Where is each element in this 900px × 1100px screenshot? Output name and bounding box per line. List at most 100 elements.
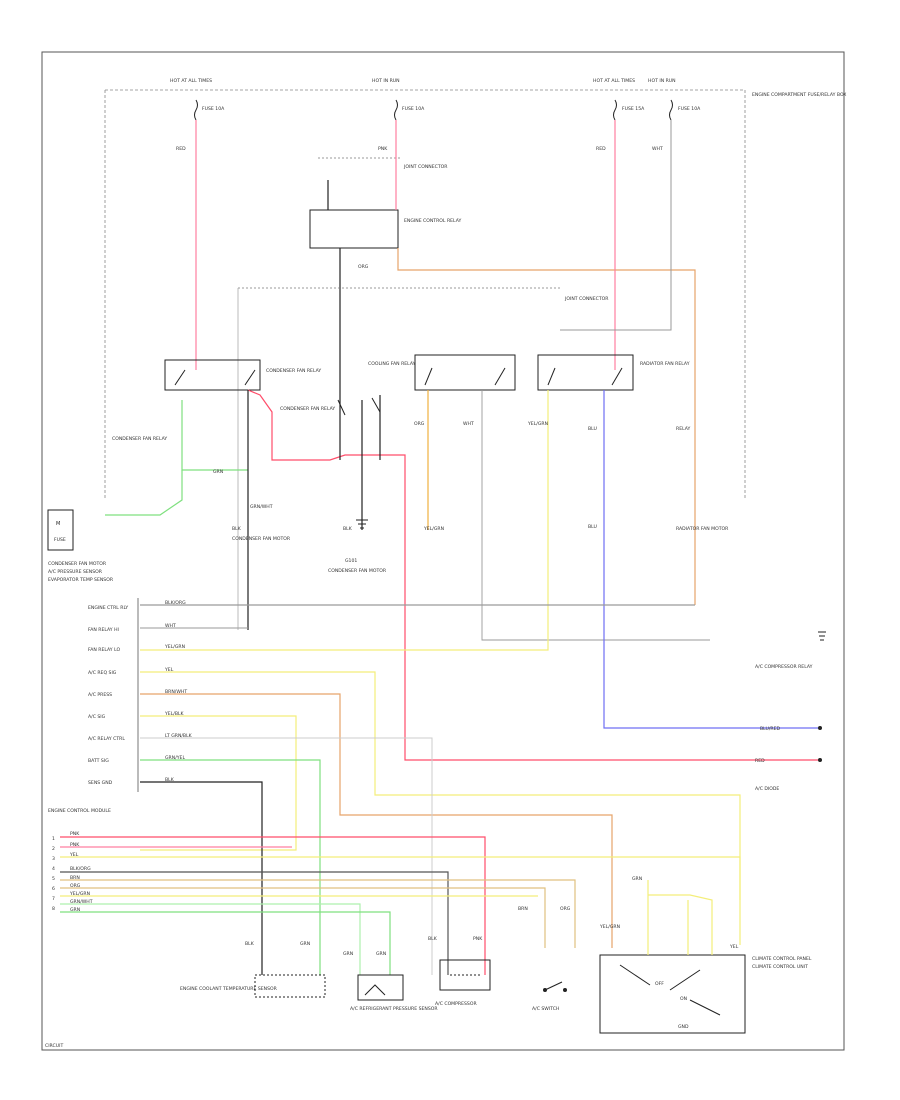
wire-label-red-1: RED	[176, 146, 186, 152]
ground-label-1: G101	[345, 558, 357, 564]
bottom-module-4: A/C SWITCH BRN ORG	[518, 906, 571, 1012]
left-box-m: M	[56, 521, 60, 527]
harness-label: GRN	[70, 907, 80, 913]
pin-label: 5	[52, 876, 55, 882]
harness-label: GRN/WHT	[70, 899, 93, 905]
pcm-connector: ENGINE CTRL RLY FAN RELAY HI FAN RELAY L…	[88, 598, 139, 792]
wire-label-pink-1: PNK	[378, 146, 388, 152]
wire-label-gray-right: RADIATOR FAN MOTOR	[676, 526, 729, 532]
pin-label: 4	[52, 866, 55, 872]
wire-label-org-2: ORG	[414, 421, 425, 427]
bottom-wire-label: ORG	[560, 906, 571, 912]
pcm-wire-label: YEL/BLK	[164, 711, 185, 717]
bottom-wire-label: GRN	[376, 951, 386, 957]
harness-wire-pink	[60, 836, 486, 975]
bottom-label-4: A/C SWITCH	[532, 1006, 559, 1012]
wire-yellow-climate-top	[648, 894, 713, 955]
pcm-wire-4	[140, 693, 613, 948]
bottom-label-3: A/C COMPRESSOR	[435, 1001, 477, 1007]
pin-label: 3	[52, 856, 55, 862]
condenser-fan-motor-box	[47, 509, 74, 551]
pcm-row-label: A/C PRESS	[88, 692, 112, 698]
condenser-fan-relay-label-2: CONDENSER FAN RELAY	[280, 406, 335, 412]
harness-label: BLK/ORG	[70, 866, 91, 872]
wire-label-blk-2: BLK	[232, 526, 242, 532]
harness-label: BRN	[70, 875, 80, 881]
engine-control-relay-box	[309, 209, 399, 249]
bottom-module-3: A/C COMPRESSOR BLK PNK	[428, 936, 491, 1007]
wire-yellow-climate	[647, 880, 689, 955]
radiator-fan-relay-label: RADIATOR FAN RELAY	[640, 361, 690, 367]
bottom-5-on: ON	[680, 996, 687, 1002]
connector-dot-icon	[818, 726, 822, 730]
wire-label-ylw-grn-1: YEL/GRN	[423, 526, 444, 532]
condenser-fan-label: CONDENSER FAN RELAY	[112, 436, 167, 442]
pcm-row-label: FAN RELAY HI	[88, 627, 119, 633]
bottom-label-2: A/C REFRIGERANT PRESSURE SENSOR	[350, 1006, 438, 1012]
pin-label: 6	[52, 886, 55, 892]
wire-label-blk-1: BLK	[343, 526, 353, 532]
harness-wire-green	[60, 903, 361, 975]
wire-gray-cool	[481, 390, 710, 641]
pcm-row-label: A/C SIG	[88, 714, 106, 720]
wire-label-grn-1: GRN	[213, 469, 223, 475]
wire-green-left-2	[105, 470, 183, 516]
wire-yellow-rad	[140, 390, 549, 651]
diagram-frame	[41, 51, 845, 1051]
wire-label-ylw-grn-2: YEL/GRN	[527, 421, 548, 427]
bottom-wire-label: YEL	[729, 944, 739, 950]
fuse-label-4: FUSE 10A	[678, 106, 701, 112]
pcm-row-label: FAN RELAY LO	[88, 647, 120, 653]
relay-ind-label: RELAY	[676, 426, 691, 432]
bottom-module-2: A/C REFRIGERANT PRESSURE SENSOR GRN GRN	[343, 951, 438, 1012]
junction-label-1: JOINT CONNECTOR	[403, 164, 448, 170]
pcm-wire-3	[140, 671, 741, 945]
relay-switch-icon	[174, 367, 623, 386]
bottom-wire-label: GRN	[632, 876, 642, 882]
wire-label-blu-2: BLU	[588, 524, 597, 530]
bottom-module-5: OFF ON GND CLIMATE CONTROL PANEL CLIMATE…	[599, 876, 812, 1034]
wire-green-left	[181, 400, 248, 471]
harness-wire-black	[60, 871, 449, 975]
ground-icon	[818, 631, 826, 641]
ground-icon	[356, 519, 368, 529]
pcm-wire-label: BRN/WHT	[165, 689, 187, 695]
pin-label: 8	[52, 906, 55, 912]
switch-icon	[337, 397, 381, 416]
radiator-fan-relay-box	[537, 354, 634, 391]
pcm-wire-label: BLK/ORG	[165, 600, 186, 606]
pin-label: 1	[52, 836, 55, 842]
fuse-label-1: FUSE 10A	[202, 106, 225, 112]
wire-label-wht-2: WHT	[463, 421, 474, 427]
pcm-row-label: BATT SIG	[88, 758, 109, 764]
bottom-5-off: OFF	[655, 981, 664, 987]
bottom-module-1: ENGINE COOLANT TEMPERATURE SENSOR BLK GR…	[180, 941, 326, 998]
bottom-wire-label: GRN	[343, 951, 353, 957]
fuse-label-2: FUSE 10A	[402, 106, 425, 112]
wire-label-red-2: RED	[596, 146, 606, 152]
harness-wire-tan-1	[60, 879, 576, 948]
right-module-1: A/C COMPRESSOR RELAY	[755, 664, 813, 670]
fuse-label-3: FUSE 15A	[622, 106, 645, 112]
harness-wire-tan-2	[60, 887, 546, 948]
pcm-wire-5	[140, 715, 297, 851]
pcm-wire-7	[140, 759, 321, 975]
wire-label-org-1: ORG	[358, 264, 369, 270]
bottom-wire-label: PNK	[473, 936, 483, 942]
power-label-4: HOT IN RUN	[648, 78, 676, 84]
wire-blue	[603, 390, 818, 729]
harness-wire-yellow	[60, 856, 741, 900]
left-panel-sub2: EVAPORATOR TEMP SENSOR	[48, 577, 114, 583]
wire-label-red-3: RED	[755, 758, 765, 764]
corner-tag: CIRCUIT	[45, 1043, 63, 1049]
bottom-label-5b: CLIMATE CONTROL UNIT	[752, 964, 808, 970]
pcm-row-label: SENS GND	[88, 780, 113, 786]
left-panel-sub: A/C PRESSURE SENSOR	[48, 569, 103, 575]
wire-orange-top	[397, 248, 696, 605]
condenser-fan-relay-label: CONDENSER FAN RELAY	[266, 368, 321, 374]
wire-label-grn-wht: GRN/WHT	[250, 504, 273, 510]
engine-room-box-label: ENGINE COMPARTMENT FUSE/RELAY BOX	[752, 92, 846, 98]
connector-dot-icon	[818, 758, 822, 762]
harness-pins: 1 2 3 4 5 6 7 8	[52, 836, 55, 912]
